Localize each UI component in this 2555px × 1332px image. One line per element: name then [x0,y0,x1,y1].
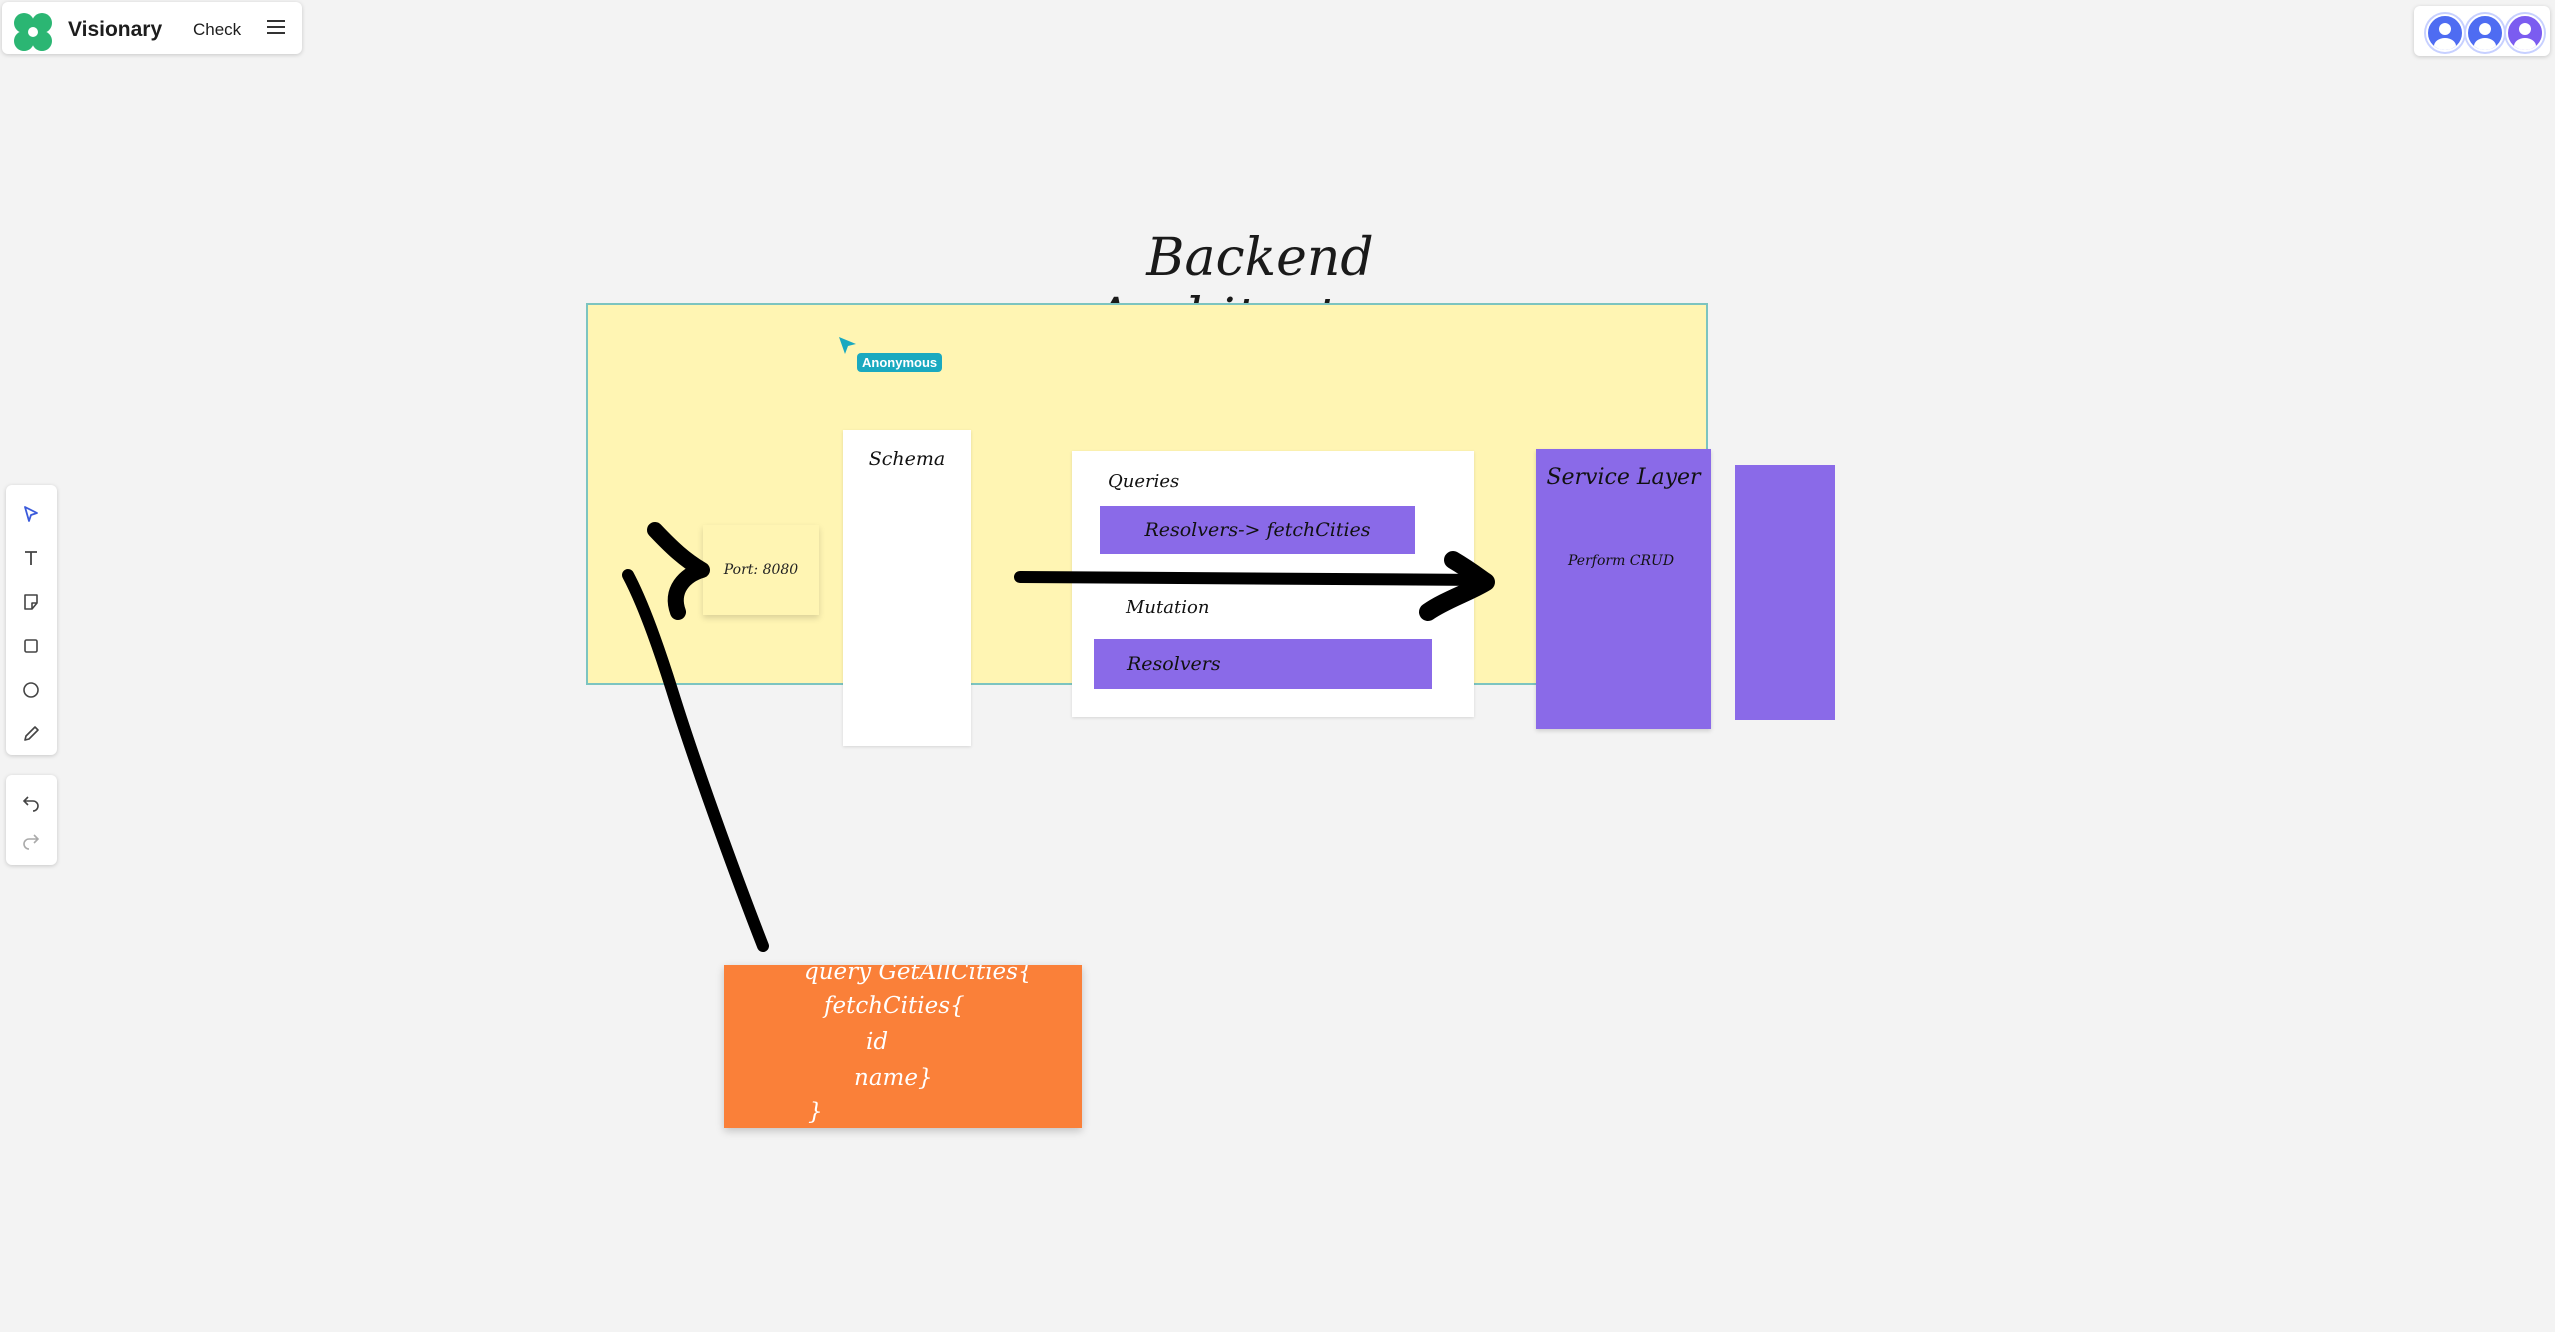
cursor-icon [839,337,856,354]
purple-rectangle[interactable] [1735,465,1835,720]
code-line: } [808,1099,823,1125]
code-line: query GetAllCities{ [804,965,1033,985]
top-toolbar: Visionary Check [2,2,302,54]
tool-palette [6,485,57,755]
queries-resolver-box[interactable]: Resolvers-> fetchCities [1100,506,1415,554]
code-line: id [866,1029,889,1055]
mutation-label: Mutation [1126,597,1210,618]
sticky-note-icon[interactable] [19,590,43,614]
pen-icon[interactable] [19,722,43,746]
port-sticky-note[interactable]: Port: 8080 [703,525,819,615]
service-layer-box[interactable]: Service Layer Perform CRUD [1536,449,1711,729]
cursor-user-tag: Anonymous [857,353,943,372]
rectangle-icon[interactable] [19,634,43,658]
text-icon[interactable] [19,546,43,570]
menu-icon[interactable] [267,20,285,36]
circle-icon[interactable] [19,678,43,702]
avatar[interactable] [2506,14,2544,52]
service-layer-subtext: Perform CRUD [1568,553,1675,569]
code-line: name} [854,1065,933,1091]
avatar[interactable] [2426,14,2464,52]
undo-icon[interactable] [19,790,43,814]
schema-label: Schema [868,448,946,470]
collaborator-avatars [2414,6,2550,56]
queries-label: Queries [1108,471,1180,492]
schema-box[interactable]: Schema [843,430,971,746]
select-icon[interactable] [19,502,43,526]
queries-mutation-box[interactable]: Queries Resolvers-> fetchCities Mutation… [1072,451,1474,717]
code-line: fetchCities{ [824,993,965,1019]
history-palette [6,775,57,865]
service-layer-label: Service Layer [1546,465,1701,490]
visionary-logo-icon[interactable] [12,11,54,53]
mutation-resolver-box[interactable]: Resolvers [1094,639,1432,689]
redo-icon[interactable] [19,828,43,852]
avatar[interactable] [2466,14,2504,52]
brand-name: Visionary [68,18,163,41]
board-name[interactable]: Check [193,20,242,39]
query-code-note[interactable]: query GetAllCities{ fetchCities{ id name… [724,965,1082,1128]
